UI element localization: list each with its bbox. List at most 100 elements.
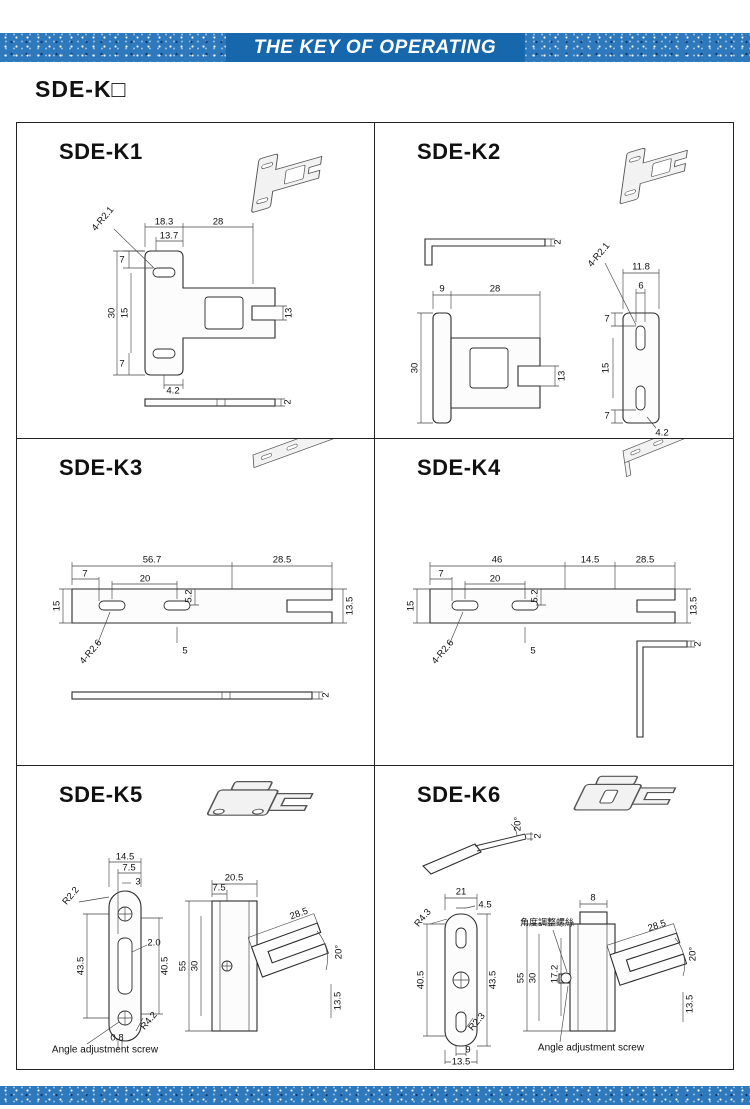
dimension-label: 5.2 bbox=[183, 589, 195, 603]
dimension-label: 7 bbox=[438, 568, 444, 580]
wedge-view bbox=[422, 843, 482, 875]
dimension-label: 2 bbox=[320, 692, 332, 698]
dimension-label: 28.5 bbox=[635, 554, 655, 566]
dimension-label: 40.5 bbox=[415, 970, 427, 990]
dimension-label: 6 bbox=[638, 280, 644, 292]
dimension-label: 30 bbox=[409, 362, 421, 374]
cell-sde-k4: SDE-K4 bbox=[375, 439, 733, 766]
cell-sde-k1: SDE-K1 bbox=[17, 123, 375, 439]
technical-drawing-k4 bbox=[413, 439, 717, 738]
isometric-view-icon bbox=[252, 439, 357, 469]
dimension-label: R2.3 bbox=[466, 1010, 488, 1034]
technical-drawing-k5 bbox=[78, 781, 332, 1050]
isometric-view-icon bbox=[619, 147, 688, 204]
isometric-view-icon bbox=[622, 439, 717, 478]
dimension-label: 7 bbox=[82, 568, 88, 580]
dimension-label: 7 bbox=[604, 313, 610, 325]
dimension-label: 18.3 bbox=[154, 216, 174, 228]
dimension-label: Angle adjustment screw bbox=[51, 1044, 159, 1056]
dimension-label: 9 bbox=[465, 1044, 471, 1056]
dimension-label: 15 bbox=[51, 600, 63, 612]
dimension-label: 30 bbox=[106, 307, 118, 319]
dimension-label: 46 bbox=[491, 554, 503, 566]
side-view bbox=[71, 691, 313, 700]
dimension-label: 8 bbox=[590, 892, 596, 904]
dimension-label: 4-R2.1 bbox=[89, 204, 117, 234]
banner-title: THE KEY OF OPERATING bbox=[253, 36, 497, 58]
dimension-label: 4.2 bbox=[655, 427, 669, 439]
cell-title: SDE-K5 bbox=[59, 782, 143, 807]
dimension-label: 20 bbox=[489, 573, 501, 585]
dimension-label: 7 bbox=[119, 358, 125, 370]
technical-drawing-k3 bbox=[59, 439, 357, 700]
dimension-label: 13.5 bbox=[451, 1056, 471, 1068]
bottom-banner bbox=[0, 1086, 750, 1105]
dimension-label: 4.5 bbox=[478, 899, 492, 911]
dimension-label: R4.2 bbox=[138, 1009, 160, 1033]
dimension-label: 13 bbox=[283, 307, 295, 319]
cell-title: SDE-K1 bbox=[59, 139, 143, 164]
side-view bbox=[211, 900, 258, 1032]
dimension-label: 2 bbox=[692, 641, 704, 647]
front-view bbox=[144, 250, 276, 376]
drawings-table: SDE-K1 bbox=[16, 122, 734, 1070]
dimension-label: 30 bbox=[527, 972, 539, 984]
dimension-label: 28 bbox=[212, 216, 224, 228]
dimension-label: 角度調整螺絲 bbox=[519, 917, 575, 928]
dimension-label: 40.5 bbox=[159, 956, 171, 976]
dimension-label: 11.8 bbox=[632, 261, 650, 273]
dimension-label: 5 bbox=[182, 645, 188, 657]
front-view bbox=[71, 588, 333, 624]
dimension-label: 2 bbox=[552, 239, 564, 245]
dimension-label: 15 bbox=[405, 600, 417, 612]
technical-drawing-k6 bbox=[422, 775, 688, 1064]
dimension-label: 14.5 bbox=[580, 554, 600, 566]
dimension-label: 14.5 bbox=[115, 851, 135, 863]
dimension-label: 4-R2.1 bbox=[585, 240, 613, 270]
isometric-view-icon bbox=[573, 775, 677, 811]
side-view bbox=[569, 923, 616, 1032]
dimension-label: 15 bbox=[600, 362, 612, 374]
dimension-label: 28.5 bbox=[646, 917, 668, 935]
front-view bbox=[429, 588, 676, 624]
dimension-label: 28 bbox=[489, 283, 501, 295]
dimension-label: 55 bbox=[177, 960, 189, 972]
dimension-label: 13.5 bbox=[344, 596, 356, 616]
dimension-label: 4-R2.6 bbox=[429, 637, 457, 667]
dimension-label: 13.5 bbox=[688, 596, 700, 616]
dimension-label: 3 bbox=[135, 876, 141, 888]
technical-drawing-k2 bbox=[417, 147, 688, 429]
dimension-label: 56.7 bbox=[142, 554, 162, 566]
dimension-label: Angle adjustment screw bbox=[537, 1042, 645, 1054]
technical-drawing-k1 bbox=[113, 153, 323, 407]
dimension-label: R2.2 bbox=[60, 884, 82, 908]
dimension-label: 21 bbox=[455, 886, 467, 898]
page-title: SDE-K□ bbox=[35, 76, 127, 102]
dimension-label: 13 bbox=[556, 370, 568, 382]
dimension-label: 20° bbox=[512, 816, 524, 832]
dimension-label: 7 bbox=[119, 254, 125, 266]
dimension-label: 4-R2.6 bbox=[77, 637, 105, 667]
banner-band: THE KEY OF OPERATING bbox=[225, 33, 525, 62]
cell-sde-k2: SDE-K2 bbox=[375, 123, 733, 439]
dimension-label: 20° bbox=[687, 946, 699, 962]
dimension-label: 20.5 bbox=[224, 872, 244, 884]
cell-title: SDE-K6 bbox=[417, 782, 501, 807]
cell-title: SDE-K3 bbox=[59, 455, 143, 480]
dimension-label: 55 bbox=[515, 972, 527, 984]
plate-view bbox=[622, 312, 660, 424]
dimension-label: 28.5 bbox=[272, 554, 292, 566]
isometric-view-icon bbox=[251, 153, 323, 213]
isometric-view-icon bbox=[206, 781, 314, 816]
dimension-label: 30 bbox=[189, 960, 201, 972]
side-view bbox=[144, 398, 276, 407]
cell-sde-k3: SDE-K3 bbox=[17, 439, 375, 766]
dimension-label: 5.2 bbox=[529, 589, 541, 603]
dimension-label: 43.5 bbox=[75, 956, 87, 976]
dimension-label: 20 bbox=[139, 573, 151, 585]
